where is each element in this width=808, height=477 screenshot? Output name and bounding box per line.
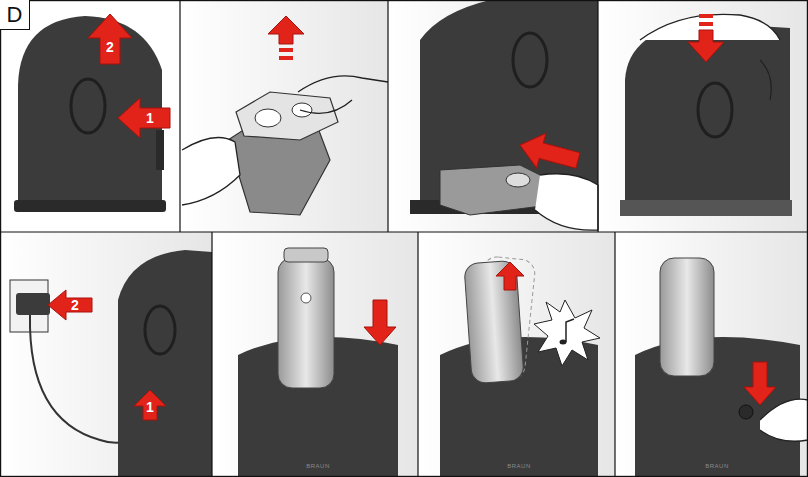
arrow-left	[118, 98, 170, 138]
arrow-down	[364, 300, 396, 345]
panel-bg	[212, 232, 418, 477]
arrow-left	[515, 128, 582, 178]
panel-divider	[417, 232, 418, 477]
brand-logo: BRAUN	[507, 463, 531, 469]
start-button	[739, 405, 753, 419]
power-plug	[16, 293, 50, 315]
callout-number: 2	[71, 298, 79, 312]
panel-divider	[0, 231, 808, 232]
callout-number: 1	[146, 111, 154, 125]
cleaning-station	[14, 14, 170, 212]
panel-bg	[598, 0, 808, 232]
hand-outline	[760, 399, 808, 441]
arrow-dash	[279, 56, 293, 60]
panel-bg	[418, 232, 615, 477]
panel-divider	[179, 0, 180, 232]
hand-outline	[182, 138, 240, 206]
arrow-left	[48, 290, 92, 320]
station-base	[620, 200, 792, 216]
arrow-up	[268, 16, 304, 44]
panel-divider	[387, 0, 388, 232]
arrow-dash	[699, 14, 713, 18]
station-body	[118, 250, 212, 477]
shaver	[278, 258, 334, 388]
cartridge-insertion	[410, 0, 598, 230]
callout-number: 2	[106, 40, 114, 54]
arrow-down	[744, 362, 776, 405]
panel-divider	[597, 0, 598, 232]
hand-outline	[760, 60, 771, 100]
click-starburst	[534, 300, 600, 366]
station-button	[145, 306, 175, 354]
shaver	[464, 260, 524, 383]
lid-opening	[255, 109, 281, 127]
arrow-up	[88, 14, 132, 64]
panel-bg	[615, 232, 808, 477]
lid-opening	[506, 173, 530, 187]
station-button	[513, 33, 547, 87]
shaver-head	[284, 248, 328, 262]
station-base	[14, 200, 166, 212]
cartridge	[440, 165, 550, 215]
cartridge-removal	[182, 16, 388, 215]
shaver-switch	[301, 293, 311, 303]
hand-outline	[298, 76, 388, 113]
panel-bg	[388, 0, 598, 232]
music-note	[566, 319, 574, 342]
shaver	[660, 258, 714, 376]
station-button	[698, 83, 732, 137]
shaver-locked	[440, 256, 600, 477]
hand-outline	[535, 174, 598, 230]
power-connection	[10, 250, 212, 477]
station-body	[625, 22, 790, 200]
station-button	[71, 79, 105, 133]
arrow-dash	[699, 22, 713, 26]
panel-bg	[0, 232, 212, 477]
panel-divider	[211, 232, 212, 477]
shaver-insertion	[238, 248, 398, 477]
station-latch	[156, 130, 164, 170]
brand-logo: BRAUN	[705, 463, 729, 469]
panel-bg	[180, 0, 388, 232]
panel-divider	[614, 232, 615, 477]
station-start	[635, 258, 808, 477]
step-letter: D	[7, 4, 23, 26]
arrow-down	[688, 30, 724, 62]
arrow-up	[134, 390, 166, 420]
brand-logo: BRAUN	[306, 463, 330, 469]
arrow-dash	[279, 48, 293, 52]
cartridge-lid	[236, 92, 338, 140]
music-note	[560, 340, 567, 345]
step-letter-box: D	[0, 0, 30, 30]
callout-number: 1	[146, 400, 154, 414]
station-closing	[620, 14, 792, 216]
arrow-up	[496, 262, 524, 290]
